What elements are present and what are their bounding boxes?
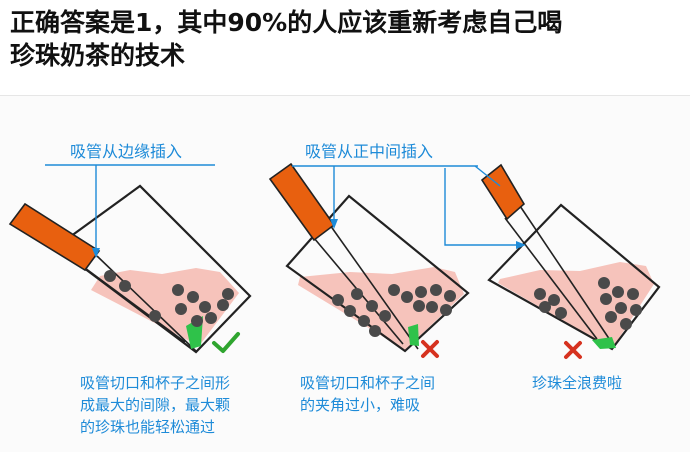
cross-icon: [564, 341, 582, 359]
label-edge-insert: 吸管从边缘插入: [70, 142, 182, 161]
annotation-line: [292, 165, 478, 226]
cross-icon: [421, 340, 439, 358]
annotation-line: [444, 165, 523, 246]
straw-body: [329, 224, 419, 350]
straw-top: [480, 163, 526, 221]
gap-highlight: [592, 337, 616, 349]
tea-liquid: [298, 267, 464, 350]
caption-center-insert: 吸管切口和杯子之间 的夹角过小，难吸: [300, 374, 436, 414]
label-center-insert: 吸管从正中间插入: [305, 142, 433, 161]
cup-far-insert: [444, 163, 661, 359]
straw-body: [84, 267, 186, 343]
pearls: [332, 284, 456, 337]
annotation-arrow: [92, 248, 100, 258]
straw-top: [8, 202, 101, 272]
annotation-arrow: [330, 219, 338, 229]
tea-liquid: [498, 262, 654, 349]
straw-body: [504, 217, 598, 340]
pearls: [534, 277, 642, 330]
cup-edge-insert: [8, 164, 252, 354]
annotation-arrow: [516, 241, 526, 249]
caption-far-insert: 珍珠全浪费啦: [532, 374, 623, 392]
gap-highlight: [408, 324, 419, 346]
headline: 正确答案是1，其中90%的人应该重新考虑自己喝 珍珠奶茶的技术: [10, 8, 563, 70]
cup-center-insert: [268, 162, 478, 358]
straw-body: [519, 205, 613, 344]
annotation-line: [45, 164, 215, 255]
straw-top: [268, 162, 336, 242]
check-icon: [212, 332, 240, 353]
caption-edge-insert: 吸管切口和杯子之间形 成最大的间隙，最大颗 的珍珠也能轻松通过: [80, 374, 231, 436]
